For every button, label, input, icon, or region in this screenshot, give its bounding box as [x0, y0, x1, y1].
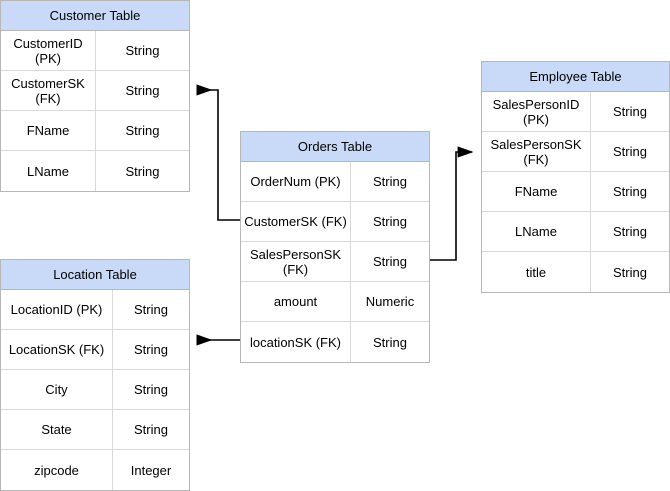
field-type: String [613, 144, 647, 159]
table-row: FName String [482, 172, 669, 212]
table-row: CustomerID (PK) String [1, 31, 189, 71]
connector-orders-to-customer [196, 84, 240, 221]
field-name: City [1, 370, 113, 409]
table-row: State String [1, 410, 189, 450]
field-type: String [613, 264, 647, 280]
table-row: CustomerSK (FK) String [241, 202, 429, 242]
field-name: SalesPersonSK (FK) [482, 132, 591, 171]
field-type: String [134, 302, 168, 317]
entity-table-customer[interactable]: Customer Table CustomerID (PK) String Cu… [0, 0, 190, 192]
field-type: String [125, 123, 160, 138]
field-type: String [373, 334, 407, 350]
table-row: SalesPersonSK (FK) String [241, 242, 429, 282]
field-name: CustomerSK (FK) [1, 71, 96, 110]
field-name: locationSK (FK) [241, 322, 351, 362]
table-row: LocationSK (FK) String [1, 330, 189, 370]
table-row: title String [482, 252, 669, 292]
field-type: String [613, 224, 647, 239]
table-row: zipcode Integer [1, 450, 189, 490]
field-type: String [613, 104, 647, 119]
field-name: FName [482, 172, 591, 211]
entity-table-orders[interactable]: Orders Table OrderNum (PK) String Custom… [240, 131, 430, 363]
entity-table-customer-title: Customer Table [1, 1, 189, 31]
field-type: String [125, 83, 160, 98]
field-name: title [482, 252, 591, 292]
table-row: locationSK (FK) String [241, 322, 429, 362]
table-row: amount Numeric [241, 282, 429, 322]
field-name: zipcode [1, 450, 113, 490]
table-row: SalesPersonID (PK) String [482, 92, 669, 132]
field-type: String [613, 184, 647, 199]
field-type: String [134, 422, 168, 437]
table-row: CustomerSK (FK) String [1, 71, 189, 111]
field-name: FName [1, 111, 96, 150]
field-name: LName [482, 212, 591, 251]
table-row: LocationID (PK) String [1, 290, 189, 330]
table-row: LName String [482, 212, 669, 252]
field-name: OrderNum (PK) [241, 162, 351, 201]
entity-table-orders-title: Orders Table [241, 132, 429, 162]
table-row: LName String [1, 151, 189, 191]
field-name: LocationID (PK) [1, 290, 113, 329]
table-row: SalesPersonSK (FK) String [482, 132, 669, 172]
field-name: LName [1, 151, 96, 191]
field-name: SalesPersonSK (FK) [241, 242, 351, 281]
field-type: Numeric [365, 294, 415, 309]
field-type: String [373, 174, 407, 189]
field-type: String [373, 214, 407, 229]
field-name: SalesPersonID (PK) [482, 92, 591, 131]
field-name: CustomerID (PK) [1, 31, 96, 70]
entity-table-location-title: Location Table [1, 260, 189, 290]
table-row: City String [1, 370, 189, 410]
field-type: String [134, 382, 168, 397]
field-name: CustomerSK (FK) [241, 202, 351, 241]
field-type: String [125, 43, 160, 58]
table-row: FName String [1, 111, 189, 151]
entity-table-employee-title: Employee Table [482, 62, 669, 92]
field-type: String [373, 254, 407, 269]
field-name: State [1, 410, 113, 449]
entity-table-location[interactable]: Location Table LocationID (PK) String Lo… [0, 259, 190, 491]
field-name: LocationSK (FK) [1, 330, 113, 369]
field-type: String [134, 342, 168, 357]
field-type: String [125, 163, 160, 179]
connector-orders-to-employee [430, 146, 474, 261]
table-row: OrderNum (PK) String [241, 162, 429, 202]
entity-table-employee[interactable]: Employee Table SalesPersonID (PK) String… [481, 61, 670, 293]
field-type: Integer [130, 462, 172, 478]
field-name: amount [241, 282, 351, 321]
